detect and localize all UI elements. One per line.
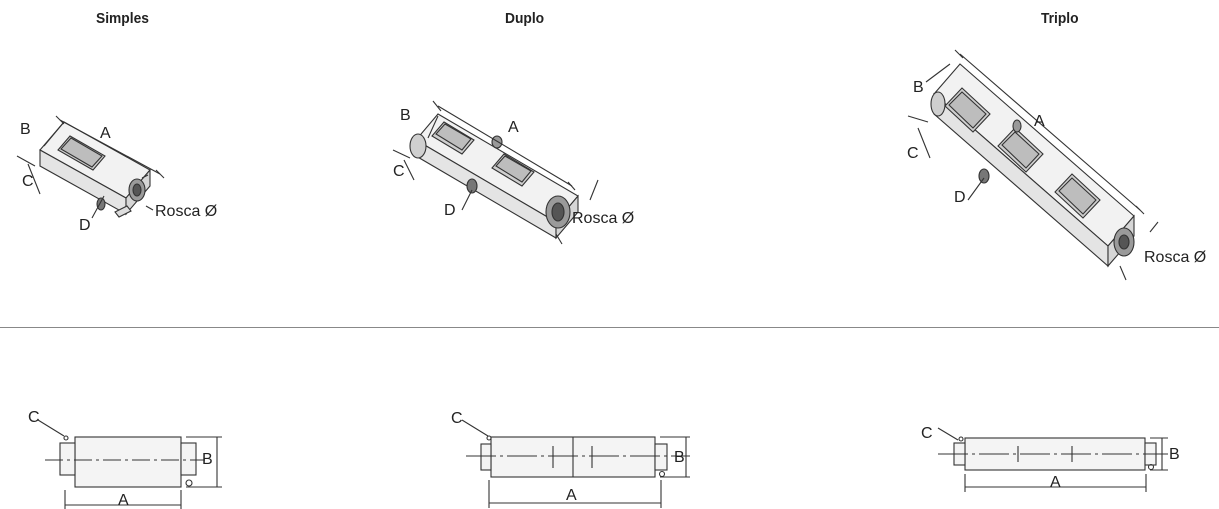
dim-b-simples: B xyxy=(20,121,31,138)
dim-c-duplo-ortho: C xyxy=(451,410,463,427)
dim-b-duplo-ortho: B xyxy=(674,449,685,466)
dim-a-duplo-ortho: A xyxy=(566,487,577,504)
dim-d-simples: D xyxy=(79,217,91,234)
iso-duplo: A B C D Rosca Ø xyxy=(392,100,634,245)
thread-label-simples: Rosca Ø xyxy=(155,203,217,220)
dim-a-triplo: A xyxy=(1034,113,1045,130)
dim-a-simples: A xyxy=(100,125,111,142)
dim-b-triplo-ortho: B xyxy=(1169,446,1180,463)
dim-c-simples: C xyxy=(22,173,34,190)
dim-b-triplo: B xyxy=(913,79,924,96)
iso-simples: A B C D Rosca Ø xyxy=(16,115,217,234)
dim-a-duplo: A xyxy=(508,119,519,136)
section-divider xyxy=(0,327,1219,328)
dim-b-simples-ortho: B xyxy=(202,451,213,468)
iso-triplo: A B C D Rosca Ø xyxy=(907,49,1206,281)
thread-label-triplo: Rosca Ø xyxy=(1144,249,1206,266)
title-duplo: Duplo xyxy=(505,10,545,27)
dim-d-triplo: D xyxy=(954,189,966,206)
title-triplo: Triplo xyxy=(1041,10,1079,27)
dim-c-triplo-ortho: C xyxy=(921,425,933,442)
dim-a-simples-ortho: A xyxy=(118,492,129,509)
dim-b-duplo: B xyxy=(400,107,411,124)
dim-a-triplo-ortho: A xyxy=(1050,474,1061,491)
dim-c-triplo: C xyxy=(907,145,919,162)
title-simples: Simples xyxy=(96,10,149,27)
thread-label-duplo: Rosca Ø xyxy=(572,210,634,227)
dim-c-simples-ortho: C xyxy=(28,409,40,426)
ortho-duplo: C B A xyxy=(451,410,690,508)
dim-d-duplo: D xyxy=(444,202,456,219)
ortho-simples: C B A xyxy=(28,409,222,509)
ortho-triplo: C B A xyxy=(921,425,1180,492)
dim-c-duplo: C xyxy=(393,163,405,180)
